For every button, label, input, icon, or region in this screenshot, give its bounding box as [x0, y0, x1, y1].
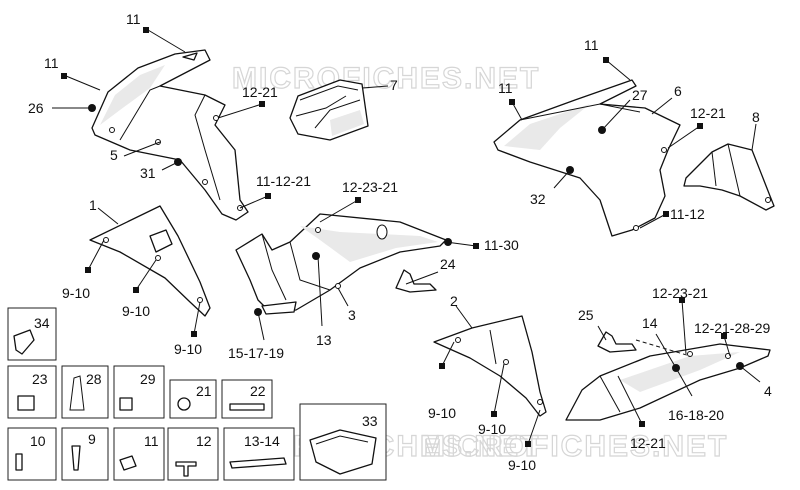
callout-9-10-e: 9-10: [478, 421, 506, 437]
hardware-box-28[interactable]: 28: [61, 365, 109, 419]
callout-27: 27: [632, 87, 648, 103]
callout-31: 31: [140, 165, 156, 181]
svg-text:28: 28: [86, 371, 102, 387]
bracket-part-8[interactable]: [683, 143, 775, 211]
callout-labels: 11 11 26 12-21 7 5 31 11-12-21 1 9-10 9-…: [28, 11, 772, 473]
callout-11-30: 11-30: [484, 237, 519, 253]
dashed-connector: [635, 339, 691, 357]
callout-4: 4: [764, 383, 772, 399]
callout-32: 32: [530, 191, 546, 207]
callout-1: 1: [89, 197, 97, 213]
callout-12-21-28-29: 12-21-28-29: [694, 320, 770, 336]
svg-text:11: 11: [144, 433, 159, 449]
left-lower-panel-part[interactable]: [89, 205, 211, 317]
callout-3: 3: [348, 307, 356, 323]
callout-9-10-a: 9-10: [62, 285, 90, 301]
callout-2: 2: [450, 293, 458, 309]
svg-text:13-14: 13-14: [244, 433, 280, 449]
callout-12-23-21-b: 12-23-21: [652, 285, 708, 301]
bracket-part-24[interactable]: [395, 269, 437, 293]
callout-15-17-19: 15-17-19: [228, 345, 284, 361]
callout-14: 14: [642, 315, 658, 331]
belly-pan-left-part[interactable]: [235, 213, 447, 315]
svg-text:22: 22: [250, 383, 266, 399]
hardware-box-12[interactable]: 12: [167, 427, 219, 481]
callout-8: 8: [752, 109, 760, 125]
hardware-box-23[interactable]: 23: [7, 365, 57, 419]
hardware-box-9[interactable]: 9: [61, 427, 109, 481]
callout-11-r2: 11: [498, 80, 513, 96]
callout-11-r1: 11: [584, 37, 599, 53]
svg-text:9: 9: [88, 431, 96, 447]
watermark-bottom-right: MICROFICHES.NET: [420, 430, 728, 463]
callout-24: 24: [440, 256, 456, 272]
svg-text:33: 33: [362, 413, 378, 429]
svg-text:10: 10: [30, 433, 46, 449]
callout-16-18-20: 16-18-20: [668, 407, 724, 423]
callout-6: 6: [674, 83, 682, 99]
watermark-top: MICROFICHES.NET: [232, 62, 540, 95]
callout-9-10-c: 9-10: [174, 341, 202, 357]
svg-text:21: 21: [196, 383, 212, 399]
callout-11-12: 11-12: [670, 206, 705, 222]
callout-25: 25: [578, 307, 594, 323]
callout-12-21-b: 12-21: [690, 105, 726, 121]
svg-text:29: 29: [140, 371, 156, 387]
right-upper-fairing[interactable]: [493, 79, 681, 237]
right-lower-panel-part[interactable]: [433, 315, 547, 417]
callout-11-left: 11: [44, 55, 59, 71]
bracket-part-25[interactable]: [597, 331, 637, 353]
callout-12-23-21-a: 12-23-21: [342, 179, 398, 195]
svg-text:34: 34: [34, 315, 50, 331]
callout-9-10-f: 9-10: [508, 457, 536, 473]
hardware-box-33[interactable]: 33: [299, 403, 387, 481]
svg-text:23: 23: [32, 371, 48, 387]
callout-7: 7: [390, 77, 398, 93]
callout-11-top: 11: [126, 11, 141, 27]
belly-pan-right-part[interactable]: [565, 343, 771, 421]
hardware-box-29[interactable]: 29: [113, 365, 165, 419]
hardware-box-10[interactable]: 10: [7, 427, 57, 481]
hardware-box-11[interactable]: 11: [113, 427, 165, 481]
callout-12-21-a: 12-21: [242, 84, 278, 100]
hardware-box-21[interactable]: 21: [169, 379, 217, 419]
leader-lines: [52, 29, 761, 445]
callout-13: 13: [316, 332, 332, 348]
air-duct-part[interactable]: [289, 79, 369, 141]
svg-text:12: 12: [196, 433, 212, 449]
callout-26: 26: [28, 100, 44, 116]
callout-9-10-d: 9-10: [428, 405, 456, 421]
hardware-box-34[interactable]: 34: [7, 307, 57, 361]
hardware-box-13-14[interactable]: 13-14: [223, 427, 295, 481]
hardware-box-22[interactable]: 22: [221, 379, 273, 419]
callout-markers: [61, 27, 744, 447]
callout-12-21-c: 12-21: [630, 435, 666, 451]
left-upper-fairing[interactable]: [91, 49, 249, 221]
callout-9-10-b: 9-10: [122, 303, 150, 319]
callout-5: 5: [110, 147, 118, 163]
callout-11-12-21: 11-12-21: [256, 173, 311, 189]
